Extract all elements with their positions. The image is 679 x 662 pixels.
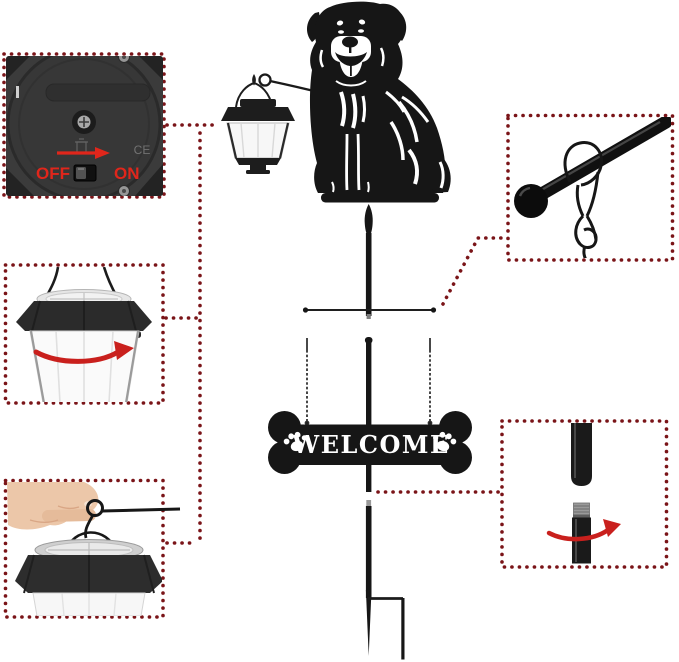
slide-right-arrow-icon bbox=[57, 147, 110, 159]
dog-base-plate bbox=[321, 193, 439, 203]
welcome-sign-text: WELCOME bbox=[291, 430, 450, 459]
inset-border-wire-hanger bbox=[506, 113, 675, 262]
pole-segment-middle bbox=[366, 342, 372, 492]
inset-hang-lantern bbox=[7, 482, 181, 616]
lantern-crossbar bbox=[302, 307, 437, 313]
ce-mark-label: CE bbox=[134, 143, 151, 157]
dog-fur-highlights bbox=[319, 47, 445, 193]
inset-border-pole-joint bbox=[500, 419, 669, 569]
lower-tube bbox=[572, 502, 591, 564]
wire-hook bbox=[84, 499, 181, 539]
off-label: OFF bbox=[36, 164, 70, 183]
pole-ball-end bbox=[514, 184, 548, 218]
ground-stake-fork-icon bbox=[368, 597, 405, 660]
pole-segment-upper bbox=[365, 233, 372, 316]
wire-hanger-loop bbox=[563, 141, 604, 258]
hook-pole-closeup bbox=[526, 117, 671, 206]
rotate-arrow-icon bbox=[546, 519, 621, 542]
main-product: WELCOME bbox=[221, 1, 472, 660]
paw-print-icon bbox=[433, 431, 457, 452]
inset-border-hang-lantern bbox=[3, 478, 165, 619]
power-slider-switch[interactable] bbox=[73, 164, 97, 182]
upper-tube bbox=[571, 423, 592, 486]
inset-border-power-switch bbox=[2, 52, 166, 199]
stake-pole bbox=[302, 193, 439, 660]
inset-border-lantern-twist bbox=[3, 263, 165, 405]
rottweiler-silhouette-icon bbox=[306, 1, 451, 193]
bone-welcome-sign: WELCOME bbox=[268, 411, 472, 474]
solar-lantern-icon bbox=[221, 74, 295, 174]
paw-print-icon bbox=[283, 431, 307, 452]
inset-power-switch: CE OFF ON bbox=[6, 56, 163, 196]
pole-segment-lower bbox=[365, 506, 372, 598]
callout-lines bbox=[2, 52, 675, 619]
inset-lantern-twist bbox=[16, 267, 152, 402]
pole-cap bbox=[364, 337, 373, 344]
ground-spike-tip bbox=[365, 590, 372, 656]
inset-pole-joint bbox=[546, 423, 621, 564]
hanging-chain-icon bbox=[304, 338, 433, 426]
spear-finial bbox=[364, 204, 373, 239]
on-label: ON bbox=[114, 164, 140, 183]
mold-tick bbox=[16, 86, 19, 98]
hand bbox=[7, 482, 99, 530]
thread-joint bbox=[366, 500, 372, 507]
connector-crossbar-to-hook-inset bbox=[441, 236, 507, 306]
rotate-arrow-icon bbox=[33, 341, 134, 364]
lantern-top bbox=[15, 531, 162, 616]
inset-wire-hanger bbox=[514, 117, 671, 258]
switch-device: CE OFF ON bbox=[6, 56, 163, 196]
